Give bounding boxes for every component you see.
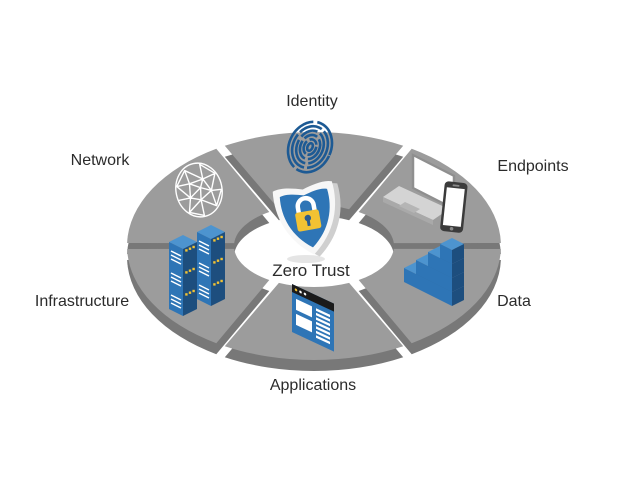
fingerprint-icon <box>286 120 334 174</box>
segment-label-endpoints: Endpoints <box>497 158 569 175</box>
segment-label-applications: Applications <box>269 377 357 394</box>
ring-segment-network <box>127 148 270 244</box>
segment-label-infrastructure: Infrastructure <box>34 293 130 310</box>
smartphone-icon <box>440 181 468 233</box>
segment-label-data: Data <box>497 293 531 310</box>
padlock-icon <box>295 195 322 232</box>
shield-shadow <box>287 255 325 263</box>
network-globe-icon <box>175 162 223 218</box>
ring-segment-data <box>358 248 501 344</box>
browser-window-icon <box>292 284 334 352</box>
shield-lock-icon <box>272 181 341 257</box>
laptop-phone-icon <box>383 153 468 233</box>
center-label-zero-trust: Zero Trust <box>272 261 350 280</box>
segment-label-identity: Identity <box>286 93 338 110</box>
segment-label-network: Network <box>70 152 130 169</box>
server-stack-icon <box>168 224 226 317</box>
